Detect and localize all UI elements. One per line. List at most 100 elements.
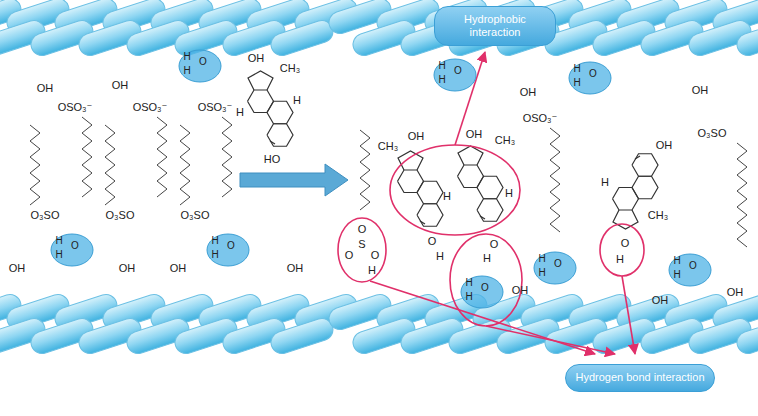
chem-label: O₃SO xyxy=(698,128,727,139)
ldh-layer-capsule xyxy=(734,316,758,357)
atom-label: O xyxy=(199,57,207,67)
chem-label: O xyxy=(490,239,499,250)
water-molecule: HOH xyxy=(533,251,577,285)
atom-label: H xyxy=(673,256,680,266)
chem-label: OSO₃⁻ xyxy=(198,102,233,113)
chem-label: H xyxy=(436,251,444,262)
chem-label: H xyxy=(616,254,624,265)
chem-label: OH xyxy=(37,83,54,94)
chem-label: OH xyxy=(287,263,304,274)
chem-label: H xyxy=(601,177,609,188)
chem-label: O₃SO xyxy=(31,210,60,221)
atom-label: H xyxy=(538,254,545,264)
chem-label: H xyxy=(368,265,376,276)
reaction-arrow xyxy=(240,164,348,196)
hydrophobic-circle xyxy=(390,145,520,235)
ldh-layer-capsule xyxy=(268,316,336,357)
atom-label: O xyxy=(689,261,697,271)
box-text: Hydrogen bond interaction xyxy=(575,371,704,384)
chem-label: OH xyxy=(652,295,669,306)
water-molecule: HOH xyxy=(568,61,612,95)
estradiol-skeleton xyxy=(248,71,294,146)
water-molecule: HOH xyxy=(50,233,94,267)
chem-label: OH xyxy=(692,85,709,96)
chem-label: OH xyxy=(119,263,136,274)
ldh-layer-capsule xyxy=(268,18,336,59)
alkyl-chain xyxy=(157,117,167,197)
alkyl-chain xyxy=(360,130,370,210)
water-molecule: HOH xyxy=(178,49,222,83)
chem-label: O xyxy=(428,236,437,247)
water-molecule: HOH xyxy=(668,253,712,287)
alkyl-chain xyxy=(82,117,92,197)
alkyl-chain xyxy=(222,117,232,197)
atom-label: H xyxy=(573,78,580,88)
leader-line xyxy=(486,326,615,354)
chem-label: OH xyxy=(656,140,673,151)
estradiol-skeleton xyxy=(458,146,504,221)
chem-label: H xyxy=(293,95,301,106)
chem-label: OH xyxy=(727,287,744,298)
interaction-box: Hydrogen bond interaction xyxy=(565,364,715,391)
alkyl-chain xyxy=(550,128,560,232)
box-text: Hydrophobic interaction xyxy=(443,13,547,39)
atom-label: H xyxy=(55,236,62,246)
atom-label: H xyxy=(211,250,218,260)
atom-label: O xyxy=(481,283,489,293)
chem-label: O xyxy=(371,250,380,261)
hbond-circle xyxy=(338,218,386,282)
chem-label: O xyxy=(345,250,354,261)
chem-label: O₃SO xyxy=(181,210,210,221)
chem-label: O₃SO xyxy=(106,210,135,221)
atom-label: H xyxy=(673,270,680,280)
alkyl-chain xyxy=(180,125,190,205)
interaction-box: Hydrophobic interaction xyxy=(434,6,556,46)
chem-label: OH xyxy=(520,87,537,98)
atom-label: H xyxy=(183,52,190,62)
hbond-circle xyxy=(600,224,644,276)
chem-label: CH₃ xyxy=(378,141,398,152)
alkyl-chain xyxy=(737,143,747,247)
water-molecule: HOH xyxy=(433,58,477,92)
atom-label: O xyxy=(554,259,562,269)
chem-label: O xyxy=(621,238,630,249)
atom-label: H xyxy=(438,75,445,85)
chem-label: H xyxy=(443,191,451,202)
water-molecule: HOH xyxy=(206,233,250,267)
chem-label: H xyxy=(505,188,513,199)
alkyl-chain xyxy=(105,125,115,205)
atom-label: O xyxy=(71,241,79,251)
alkyl-chain xyxy=(30,125,40,205)
chem-label: OSO₃⁻ xyxy=(523,113,558,124)
chem-label: O xyxy=(358,224,367,235)
atom-label: H xyxy=(465,278,472,288)
atom-label: H xyxy=(183,66,190,76)
atom-label: H xyxy=(573,64,580,74)
chem-label: OH xyxy=(112,80,129,91)
chem-label: S xyxy=(358,239,365,250)
atom-label: H xyxy=(465,292,472,302)
chem-label: CH₃ xyxy=(495,135,515,146)
atom-label: H xyxy=(438,61,445,71)
chem-label: OH xyxy=(512,285,529,296)
hbond-circle xyxy=(450,234,522,326)
atom-label: O xyxy=(589,69,597,79)
chem-label: OH xyxy=(170,263,187,274)
chem-label: OH xyxy=(466,129,483,140)
atom-label: H xyxy=(55,250,62,260)
chem-label: H xyxy=(483,253,491,264)
chem-label: OH xyxy=(9,263,26,274)
chem-label: OH xyxy=(248,53,265,64)
atom-label: O xyxy=(454,66,462,76)
atom-label: H xyxy=(211,236,218,246)
chem-label: CH₃ xyxy=(648,210,668,221)
ldh-layer-capsule xyxy=(734,18,758,59)
chem-label: OH xyxy=(408,131,425,142)
atom-label: H xyxy=(538,268,545,278)
chem-label: OSO₃⁻ xyxy=(133,102,168,113)
chem-label: HO xyxy=(264,154,281,165)
leader-line xyxy=(622,276,635,354)
atom-label: O xyxy=(227,241,235,251)
